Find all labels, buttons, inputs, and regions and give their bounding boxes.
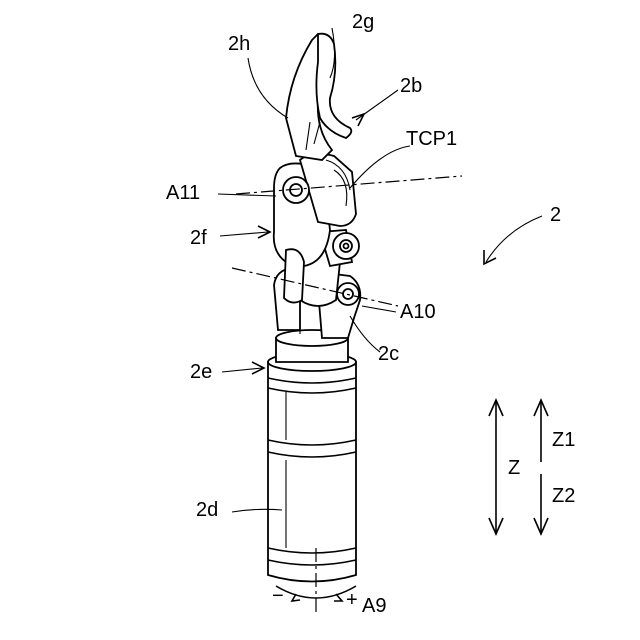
label-2e: 2e [190, 361, 212, 383]
label-2f: 2f [190, 227, 207, 249]
label-2d: 2d [196, 499, 218, 521]
leader-2c [350, 316, 380, 352]
label-2: 2 [550, 204, 561, 226]
blade-2b [286, 34, 351, 160]
label-2g: 2g [352, 11, 374, 33]
leader-2h [248, 58, 288, 118]
label-A11: A11 [166, 182, 200, 204]
cylinder-body-2d [268, 353, 356, 582]
leader-2 [486, 216, 542, 262]
label-Z: Z [508, 457, 520, 479]
leader-TCP1 [350, 146, 410, 188]
label-A9: A9 [362, 595, 386, 617]
label-2h: 2h [228, 33, 250, 55]
leader-2f [220, 232, 268, 236]
label-Z1: Z1 [552, 429, 575, 451]
label-minus: − [272, 585, 284, 607]
label-TCP1: TCP1 [406, 128, 457, 150]
label-2c: 2c [378, 343, 399, 365]
leader-A11 [218, 194, 276, 196]
label-A10: A10 [400, 301, 436, 323]
label-2b: 2b [400, 75, 422, 97]
leader-lines [218, 28, 542, 512]
leader-2-head [484, 250, 496, 264]
leader-A10 [362, 306, 396, 312]
label-plus: + [346, 589, 358, 611]
label-Z2: Z2 [552, 485, 575, 507]
leader-2b [356, 90, 398, 120]
